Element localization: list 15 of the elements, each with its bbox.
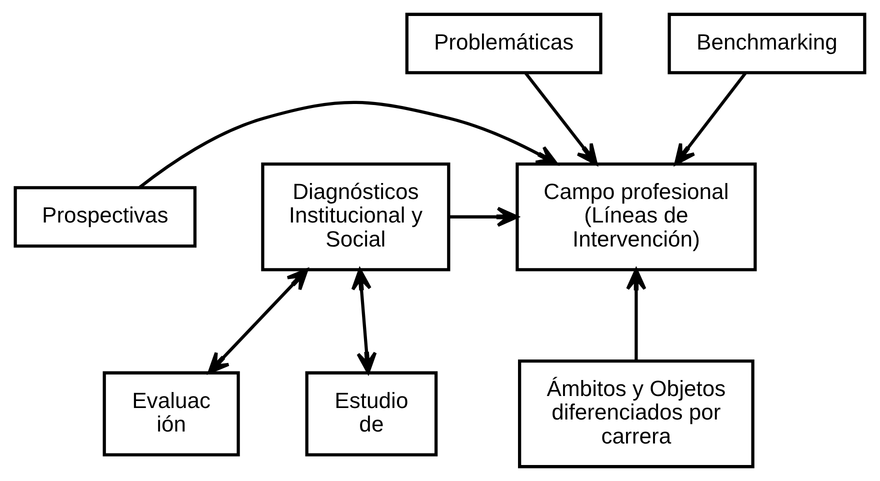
arrow <box>208 268 308 374</box>
node-box: Problemáticas <box>405 12 602 74</box>
node-box: Evaluac ión <box>102 371 240 456</box>
node-box: Estudio de <box>305 371 438 456</box>
arrow <box>138 100 558 189</box>
node-box: Campo profesional (Líneas de Intervención) <box>516 162 757 272</box>
node-box: Ámbitos y Objetos diferenciados por carrera <box>518 359 754 468</box>
arrow <box>674 72 747 166</box>
arrow <box>524 72 598 166</box>
arrow <box>626 268 646 361</box>
arrow <box>448 206 518 227</box>
node-box: Diagnósticos Institucional y Social <box>261 162 450 272</box>
node-box: Benchmarking <box>668 12 866 74</box>
node-box: Prospectivas <box>14 186 197 248</box>
arrow <box>351 268 377 374</box>
